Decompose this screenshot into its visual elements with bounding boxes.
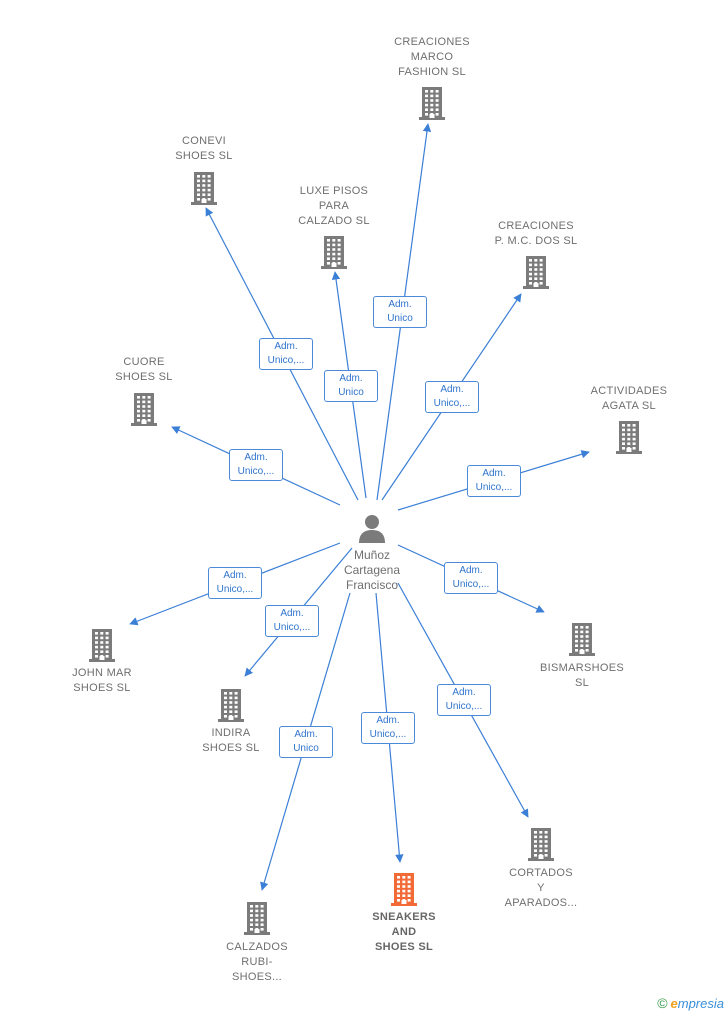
brand-logo: ©empresia (657, 995, 724, 1011)
person-node[interactable]: Muñoz Cartagena Francisco (317, 513, 427, 593)
company-node-sneakers[interactable]: SNEAKERS AND SHOES SL (339, 872, 469, 955)
relation-badge-luxe-pisos[interactable]: Adm. Unico (324, 370, 378, 402)
company-label: JOHN MAR SHOES SL (72, 667, 132, 694)
building-icon (131, 393, 157, 426)
person-label: Muñoz Cartagena Francisco (343, 548, 401, 592)
person-icon (359, 515, 385, 543)
company-node-bismarshoes[interactable]: BISMARSHOES SL (517, 622, 647, 691)
relation-badge-john-mar[interactable]: Adm. Unico,... (208, 567, 262, 599)
relation-badge-cortados[interactable]: Adm. Unico,... (437, 684, 491, 716)
building-icon (89, 629, 115, 662)
relation-badge-actividades-agata[interactable]: Adm. Unico,... (467, 465, 521, 497)
company-label: CONEVI SHOES SL (175, 135, 233, 162)
company-label: CUORE SHOES SL (115, 356, 173, 383)
relation-badge-conevi[interactable]: Adm. Unico,... (259, 338, 313, 370)
building-icon (321, 236, 347, 269)
building-icon (191, 172, 217, 205)
copyright-symbol: © (657, 995, 668, 1011)
company-label: ACTIVIDADES AGATA SL (590, 385, 668, 412)
building-icon (523, 256, 549, 289)
company-node-actividades-agata[interactable]: ACTIVIDADES AGATA SL (564, 384, 694, 454)
relation-badge-sneakers[interactable]: Adm. Unico,... (361, 712, 415, 744)
company-node-indira[interactable]: INDIRA SHOES SL (166, 688, 296, 756)
company-label: CREACIONES MARCO FASHION SL (394, 36, 470, 78)
company-label: CORTADOS Y APARADOS... (504, 867, 578, 909)
company-label: BISMARSHOES SL (540, 662, 624, 689)
building-icon (528, 828, 554, 861)
company-node-luxe-pisos[interactable]: LUXE PISOS PARA CALZADO SL (269, 184, 399, 269)
company-label: SNEAKERS AND SHOES SL (372, 911, 436, 953)
company-node-cuore[interactable]: CUORE SHOES SL (79, 355, 209, 426)
company-node-conevi[interactable]: CONEVI SHOES SL (139, 134, 269, 205)
building-icon (569, 623, 595, 656)
brand-letter: e (670, 996, 678, 1011)
building-icon (391, 873, 417, 906)
company-label: CREACIONES P. M.C. DOS SL (494, 220, 578, 247)
relation-badge-bismarshoes[interactable]: Adm. Unico,... (444, 562, 498, 594)
relation-badge-cuore[interactable]: Adm. Unico,... (229, 449, 283, 481)
company-label: LUXE PISOS PARA CALZADO SL (298, 185, 370, 227)
relation-badge-calzados-rubi[interactable]: Adm. Unico (279, 726, 333, 758)
company-label: INDIRA SHOES SL (202, 727, 260, 754)
building-icon (218, 689, 244, 722)
relation-badge-creaciones-pmc[interactable]: Adm. Unico,... (425, 381, 479, 413)
building-icon (419, 87, 445, 120)
company-node-cortados[interactable]: CORTADOS Y APARADOS... (476, 827, 606, 911)
relation-badge-creaciones-marco[interactable]: Adm. Unico (373, 296, 427, 328)
brand-name: mpresia (677, 996, 724, 1011)
building-icon (616, 421, 642, 454)
company-node-creaciones-marco[interactable]: CREACIONES MARCO FASHION SL (367, 35, 497, 120)
company-node-calzados-rubi[interactable]: CALZADOS RUBI- SHOES... (192, 901, 322, 985)
company-node-john-mar[interactable]: JOHN MAR SHOES SL (37, 628, 167, 696)
building-icon (244, 902, 270, 935)
company-label: CALZADOS RUBI- SHOES... (226, 941, 288, 983)
relation-badge-indira[interactable]: Adm. Unico,... (265, 605, 319, 637)
company-node-creaciones-pmc[interactable]: CREACIONES P. M.C. DOS SL (471, 219, 601, 289)
